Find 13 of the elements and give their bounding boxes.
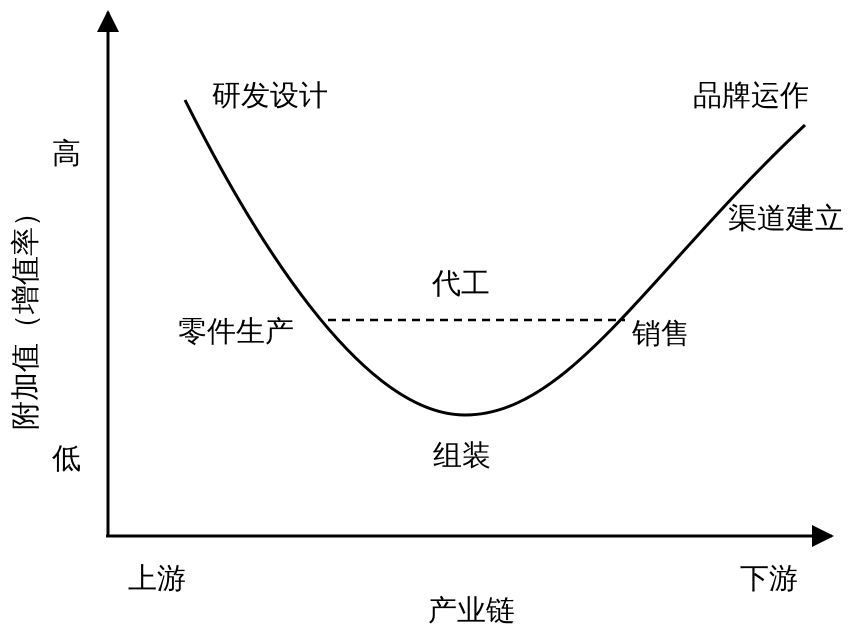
tick-label: 下游 [740, 565, 798, 594]
curve-label: 零件生产 [178, 318, 294, 347]
tick-label: 高 [52, 140, 81, 169]
tick-label: 低 [52, 445, 81, 474]
curve-label: 品牌运作 [693, 82, 809, 111]
axis-label: 附加值（增值率） [12, 198, 41, 430]
curve-label: 研发设计 [212, 82, 328, 111]
curve-label: 代工 [432, 270, 490, 299]
curve-label: 组装 [433, 442, 491, 471]
curve-label: 渠道建立 [728, 205, 844, 234]
curve-label: 销售 [632, 320, 690, 349]
tick-label: 上游 [128, 565, 186, 594]
axis-label: 产业链 [428, 597, 515, 626]
